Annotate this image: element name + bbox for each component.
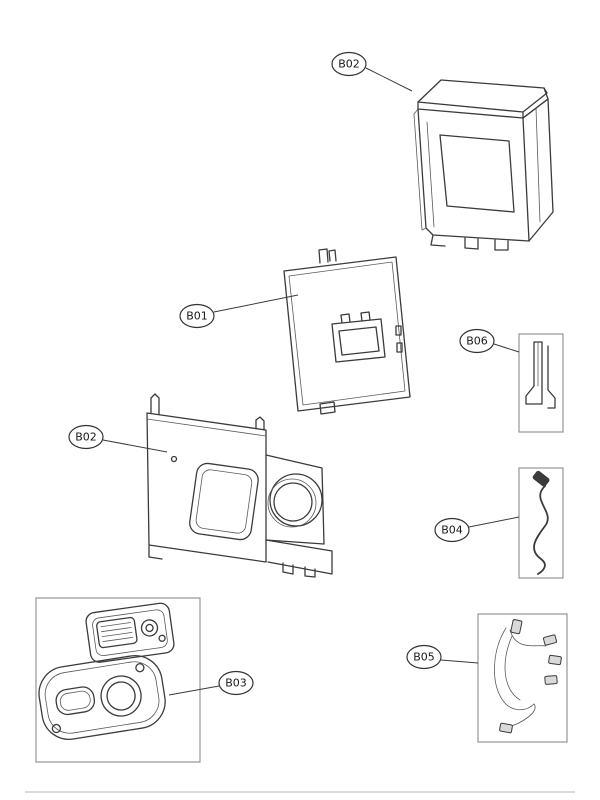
- callout-label: B02: [75, 431, 97, 444]
- callout-bubble: [406, 644, 442, 670]
- callout-label: B02: [338, 58, 360, 71]
- leader-line-b04: [468, 516, 520, 528]
- callout-b02-top: B02: [331, 51, 367, 77]
- callout-bubble: [218, 670, 254, 696]
- leader-line-b03: [168, 685, 220, 696]
- callout-b03: B03: [218, 670, 254, 696]
- callout-bubble: [68, 424, 104, 450]
- leader-line-b02-top: [365, 67, 413, 92]
- part-pcb-cover-panel: [283, 248, 411, 415]
- callout-b01: B01: [179, 303, 215, 329]
- part-front-duct-panel: [146, 393, 333, 578]
- callout-label: B05: [413, 651, 435, 664]
- callout-label: B03: [225, 677, 247, 690]
- callout-b02-left: B02: [68, 424, 104, 450]
- part-wire-harness: [477, 613, 568, 743]
- callout-bubble: [459, 328, 495, 354]
- callout-b04: B04: [434, 517, 470, 543]
- part-box-b05: [477, 613, 568, 743]
- callout-bubble: [179, 303, 215, 329]
- part-back-cover: [413, 79, 554, 251]
- callout-bubble: [331, 51, 367, 77]
- leader-line-b01: [213, 294, 299, 313]
- callout-label: B06: [466, 335, 488, 348]
- leader-line-b05: [440, 659, 479, 664]
- callout-label: B01: [186, 310, 208, 323]
- leader-line-b06: [493, 343, 520, 353]
- part-sensor-wire: [518, 467, 564, 579]
- callout-b06: B06: [459, 328, 495, 354]
- part-box-b04: [518, 467, 564, 579]
- callout-bubble: [434, 517, 470, 543]
- part-hanger-brackets: [518, 333, 564, 433]
- callout-label: B04: [441, 524, 463, 537]
- leader-line-b02-left: [102, 439, 168, 453]
- callout-b05: B05: [406, 644, 442, 670]
- part-box-b06: [518, 333, 564, 433]
- part-box-b03: [35, 597, 201, 763]
- part-control-assembly: [35, 597, 201, 763]
